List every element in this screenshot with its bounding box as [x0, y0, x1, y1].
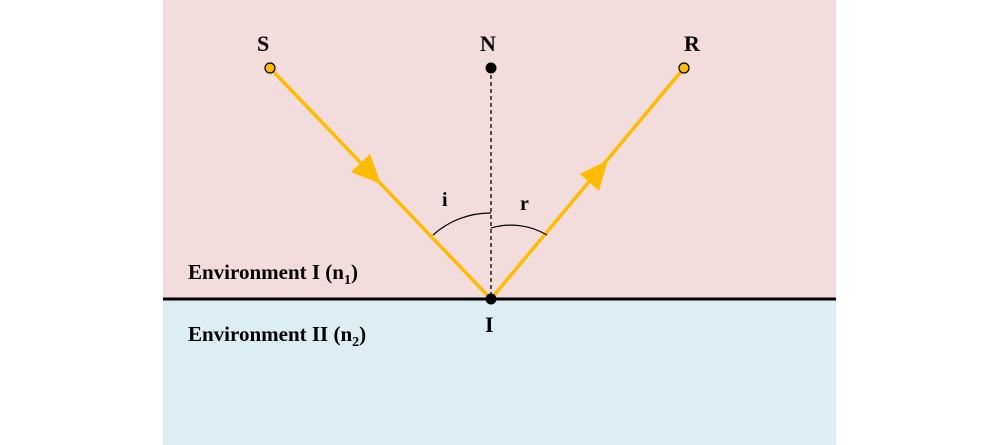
angle-arc-reflection [490, 224, 548, 236]
environment-2-index: 2 [352, 335, 359, 350]
environment-2-region [163, 300, 836, 445]
label-source: S [257, 31, 269, 56]
point-source [264, 62, 276, 74]
angle-arc-incidence [432, 212, 492, 236]
label-reflected: R [684, 31, 701, 56]
environment-2-close: ) [359, 322, 366, 346]
reflected-ray [489, 66, 686, 301]
environment-2-name: Environment II (n [188, 322, 352, 346]
arrowhead-icon [580, 160, 608, 191]
environment-1-region [163, 0, 836, 300]
environment-1-index: 1 [344, 273, 351, 288]
label-environment-1: Environment I (n1) [188, 260, 358, 288]
label-normal: N [480, 31, 496, 56]
label-environment-2: Environment II (n2) [188, 322, 366, 350]
point-incidence [485, 293, 497, 305]
environment-1-name: Environment I (n [188, 260, 344, 284]
label-incidence: I [485, 312, 494, 337]
environment-1-close: ) [351, 260, 358, 284]
label-angle-reflection: r [520, 193, 529, 215]
point-normal [485, 62, 497, 74]
label-angle-incidence: i [442, 189, 448, 211]
point-reflected [678, 62, 690, 74]
arrowhead-icon [351, 154, 381, 184]
